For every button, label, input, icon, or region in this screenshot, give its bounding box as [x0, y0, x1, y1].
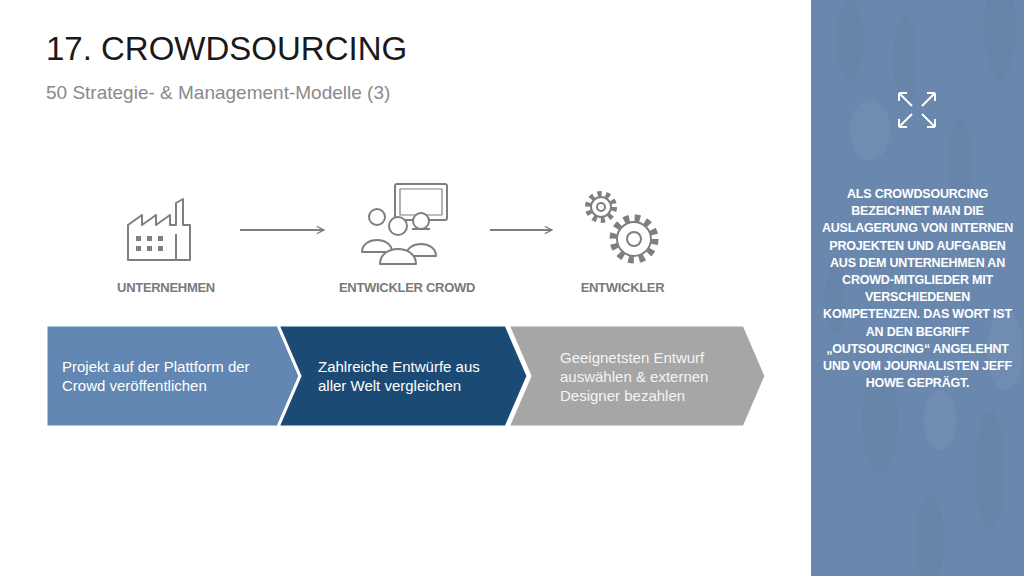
icon-node: ENTWICKLER CROWD	[332, 180, 482, 305]
side-panel: ALS CROWDSOURCING BEZEICHNET MAN DIE AUS…	[811, 0, 1024, 576]
step-text: Zahlreiche Entwürfe aus aller Welt vergl…	[278, 325, 528, 427]
icon-label: UNTERNEHMEN	[100, 280, 232, 295]
chevron-shape	[278, 325, 528, 427]
subtitle: 50 Strategie- & Management-Modelle (3)	[46, 82, 390, 104]
flow-arrow	[240, 229, 324, 231]
process-chevron: Geeignetsten Entwurf auswählen & externe…	[508, 325, 766, 427]
crowd-icon	[362, 184, 447, 264]
slide-title: 17. CROWDSOURCING	[46, 30, 407, 68]
gears-icon	[588, 194, 655, 260]
chevron-fill	[46, 325, 300, 427]
icon-label: ENTWICKLER CROWD	[332, 280, 482, 295]
icon-label: ENTWICKLER	[560, 280, 685, 295]
step-text: Projekt auf der Plattform der Crowd verö…	[46, 325, 300, 427]
chevron-fill	[278, 325, 528, 427]
icon-node: ENTWICKLER	[560, 180, 685, 305]
process-chevron: Zahlreiche Entwürfe aus aller Welt vergl…	[278, 325, 528, 427]
step-text: Geeignetsten Entwurf auswählen & externe…	[508, 325, 766, 427]
flow-arrow	[490, 229, 552, 231]
factory-icon	[128, 199, 190, 260]
chevron-shape	[46, 325, 300, 427]
definition-text: ALS CROWDSOURCING BEZEICHNET MAN DIE AUS…	[811, 0, 1024, 392]
process-chevron: Projekt auf der Plattform der Crowd verö…	[46, 325, 300, 427]
chevron-fill	[508, 325, 766, 427]
icon-node: UNTERNEHMEN	[100, 180, 232, 305]
